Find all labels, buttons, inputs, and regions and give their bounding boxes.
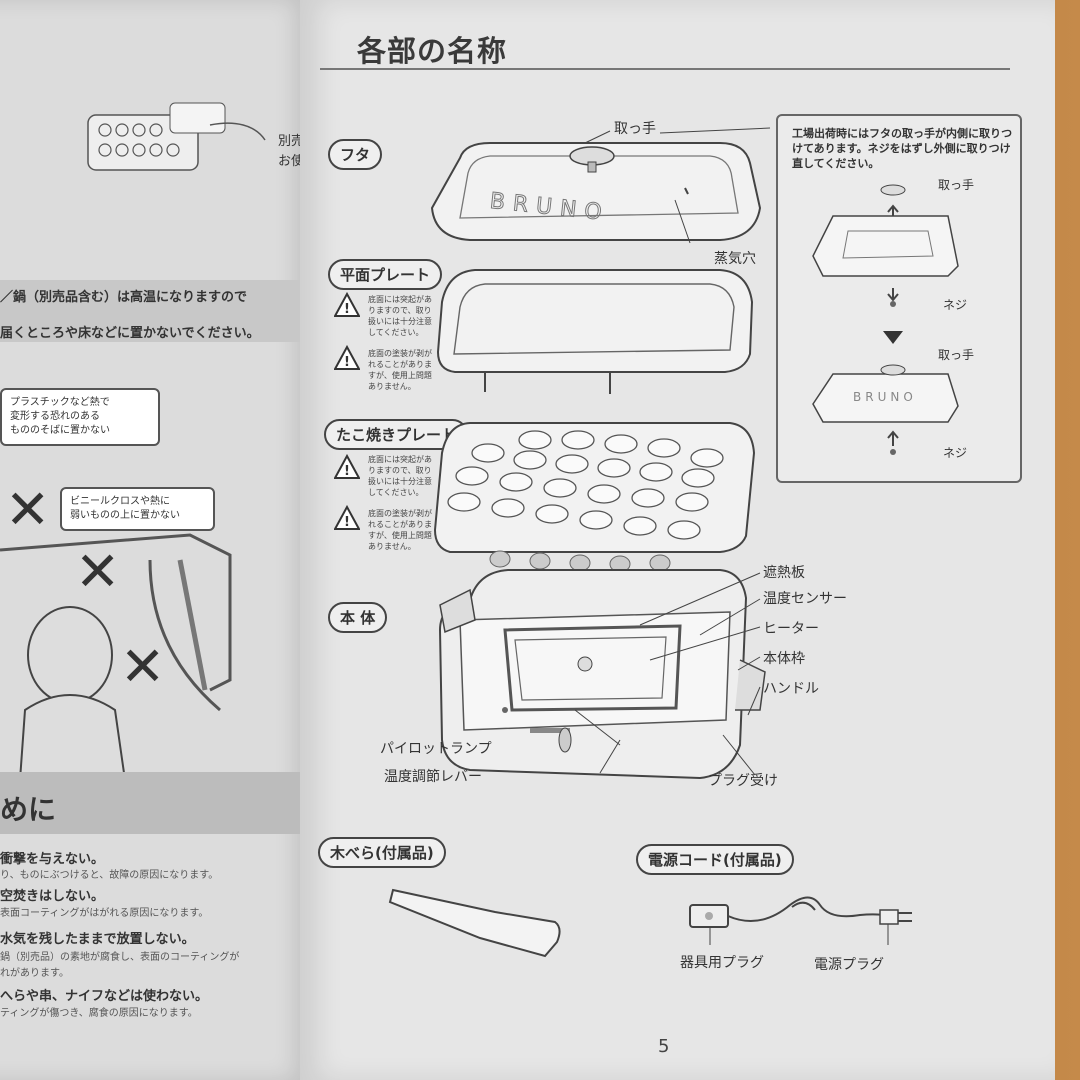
left-item-1-bold: 衝撃を与えない。 xyxy=(0,852,105,867)
label-temp-sensor: 温度センサー xyxy=(763,591,847,607)
lid-leader-lines xyxy=(584,127,771,244)
title-underline xyxy=(320,68,1010,70)
label-power-plug: 電源プラグ xyxy=(814,957,884,973)
lid-illustration: BRUNO xyxy=(430,142,762,241)
handle-install-note-box: 工場出荷時にはフタの取っ手が内側に取りつけてあります。ネジをはずし外側に取りつけ… xyxy=(776,114,1022,483)
label-heater: ヒーター xyxy=(763,621,819,637)
section-label-power-cord: 電源コード(付属品) xyxy=(636,844,794,875)
left-band-line-2: 届くところや床などに置かないでください。 xyxy=(0,326,260,341)
left-item-3-bold: 水気を残したままで放置しない。 xyxy=(0,932,195,947)
label-handle-knob: 取っ手 xyxy=(614,121,656,137)
left-item-5-sub: ティングが傷つき、腐食の原因になります。 xyxy=(0,1008,198,1019)
left-top-text-2: お使 xyxy=(278,154,305,169)
left-item-2-bold: 空焚きはしない。 xyxy=(0,889,105,904)
note-illustration: BRUNO xyxy=(812,184,959,455)
warning-tako-2: 底面の塗装が剥がれることがありますが、使用上問題ありません。 xyxy=(368,509,432,551)
kitchen-scene-illustration xyxy=(0,533,232,780)
power-cord-illustration xyxy=(689,896,912,945)
warning-icon: ! xyxy=(334,292,360,317)
cross-mark-3: ✕ xyxy=(120,635,166,698)
warning-icon: ! xyxy=(334,505,360,530)
label-handle: ハンドル xyxy=(763,681,819,697)
label-appliance-plug: 器具用プラグ xyxy=(680,955,764,971)
warning-icon: ! xyxy=(334,345,360,370)
page-number: 5 xyxy=(658,1036,670,1057)
warning-tako-1: 底面には突起がありますので、取り扱いには十分注意してください。 xyxy=(368,455,432,497)
left-band-line-1: ／鍋（別売品含む）は高温になりますので xyxy=(0,290,248,305)
note-label-handle-1: 取っ手 xyxy=(938,178,975,192)
left-item-2-sub: 表面コーティングがはがれる原因になります。 xyxy=(0,908,209,919)
wooden-spatula-illustration xyxy=(388,888,561,958)
svg-text:!: ! xyxy=(344,302,350,317)
label-pilot-lamp: パイロットランプ xyxy=(380,741,492,757)
note-text: 工場出荷時にはフタの取っ手が内側に取りつけてあります。ネジをはずし外側に取りつけ… xyxy=(792,127,1013,170)
right-page: 各部の名称 フタ 平面プレート たこ焼きプレート 本 体 木べら(付属品) 電源… xyxy=(300,0,1055,1080)
cross-mark-2: ✕ xyxy=(75,540,121,603)
cross-mark-1: ✕ xyxy=(5,478,51,541)
label-steam-hole: 蒸気穴 xyxy=(714,251,756,267)
section-label-lid: フタ xyxy=(328,139,383,170)
note-label-handle-2: 取っ手 xyxy=(938,348,975,362)
left-heading-band xyxy=(0,772,305,834)
label-body-frame: 本体枠 xyxy=(763,651,805,667)
speech-bubble-vinyl: ビニールクロスや熱に 弱いものの上に置かない xyxy=(60,487,215,531)
label-temp-lever: 温度調節レバー xyxy=(384,769,482,785)
svg-text:!: ! xyxy=(344,355,350,370)
label-plug-receiver: プラグ受け xyxy=(708,773,778,789)
section-label-takoyaki-plate: たこ焼きプレート xyxy=(324,419,469,450)
note-label-screw-2: ネジ xyxy=(943,446,968,460)
body-leader-lines xyxy=(574,572,761,776)
svg-text:!: ! xyxy=(344,515,350,530)
warning-flat-2: 底面の塗装が剥がれることがありますが、使用上問題ありません。 xyxy=(368,349,432,391)
page-title: 各部の名称 xyxy=(357,34,508,68)
left-page: 別売 お使 ／鍋（別売品含む）は高温になりますので 届くところや床などに置かない… xyxy=(0,0,305,1080)
left-warning-band xyxy=(0,280,305,342)
svg-text:!: ! xyxy=(344,464,350,479)
main-body-illustration xyxy=(438,569,766,780)
left-item-4-sub: れがあります。 xyxy=(0,968,69,979)
left-item-1-sub: り、ものにぶつけると、故障の原因になります。 xyxy=(0,870,219,881)
section-label-flat-plate: 平面プレート xyxy=(328,259,443,290)
section-label-body: 本 体 xyxy=(328,602,388,633)
note-label-screw-1: ネジ xyxy=(943,298,968,312)
flat-plate-illustration xyxy=(436,269,754,394)
takoyaki-plate-illustration xyxy=(433,422,756,573)
arrow-down-icon xyxy=(883,331,903,344)
label-heat-shield: 遮熱板 xyxy=(763,565,805,581)
left-heading: めに xyxy=(0,793,57,826)
washing-plate-illustration xyxy=(87,102,266,171)
warning-icon: ! xyxy=(334,454,360,479)
speech-bubble-plastic: プラスチックなど熱で 変形する恐れのある もののそばに置かない xyxy=(0,388,160,446)
left-top-text-1: 別売 xyxy=(278,134,305,149)
note-brand-logo: BRUNO xyxy=(853,390,917,404)
section-label-spatula: 木べら(付属品) xyxy=(318,837,446,868)
left-item-5-bold: へらや串、ナイフなどは使わない。 xyxy=(0,989,209,1004)
left-item-3-sub: 鍋（別売品）の素地が腐食し、表面のコーティングが xyxy=(0,952,240,963)
warning-flat-1: 底面には突起がありますので、取り扱いには十分注意してください。 xyxy=(368,295,432,337)
